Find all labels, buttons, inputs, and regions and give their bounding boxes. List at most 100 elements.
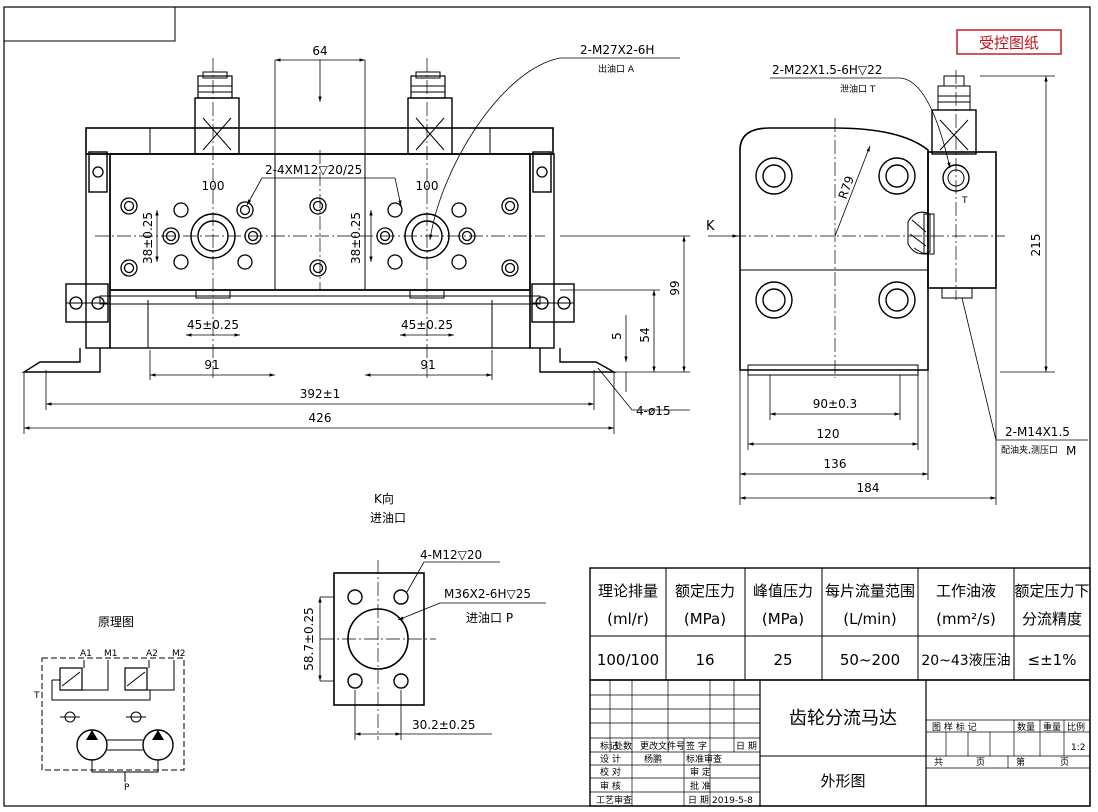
spec-header-4-a: 工作油液: [936, 582, 996, 600]
spec-header-5-b: 分流精度: [1022, 610, 1082, 628]
tb-process: 工艺审查: [596, 794, 632, 806]
tb-ratify: 批 准: [690, 780, 711, 792]
drawing-name: 外形图: [820, 772, 865, 790]
t-port-letter: T: [961, 196, 968, 206]
gauge-port-label: 配油夹,测压口: [1001, 444, 1058, 456]
spec-table: 理论排量 (ml/r) 额定压力 (MPa) 峰值压力 (MPa) 每片流量范围…: [589, 567, 1091, 681]
dim-5: 5: [610, 332, 624, 340]
drawing-border: [3, 6, 1091, 807]
tb-date: 日 期: [736, 741, 757, 752]
front-view: 64 100 100 38±0.25 38±0.25 45±0.25 45±0.…: [21, 43, 690, 434]
k-view: K向 进油口 58.7±0.25 30.2±0.25 4-M12▽20 M36X…: [302, 491, 546, 740]
dim-426: 426: [309, 411, 332, 425]
spec-header-0-a: 理论排量: [598, 582, 658, 600]
dim-120: 120: [817, 427, 840, 441]
k-view-indicator: K: [706, 219, 715, 234]
spec-header-3-a: 每片流量范围: [825, 582, 915, 600]
gauge-port-letter: M: [1066, 444, 1076, 458]
gauge-port-spec: 2-M14X1.5: [1005, 425, 1070, 439]
spec-value-0: 100/100: [597, 651, 659, 669]
schematic-a2: A2: [146, 649, 158, 659]
outlet-port-label: 出油口 A: [598, 63, 635, 75]
schematic-m2: M2: [172, 649, 186, 659]
k-view-title: K向: [374, 491, 394, 506]
spec-header-1-a: 额定压力: [675, 582, 735, 600]
spec-header-2-a: 峰值压力: [753, 582, 813, 600]
schematic-a1: A1: [80, 649, 92, 659]
tb-std-review: 标准审查: [686, 753, 722, 765]
k-view-subtitle: 进油口: [370, 511, 406, 525]
spec-value-4: 20~43液压油: [921, 653, 1010, 669]
tb-sheet: 第: [1016, 756, 1025, 768]
spec-header-4-b: (mm²/s): [936, 610, 996, 628]
spec-value-1: 16: [695, 651, 714, 669]
side-view: K R79 T 2-M22X1.5-6H▽22 泄油口 T 215 90±0.3…: [706, 63, 1088, 505]
schematic-p: P: [124, 783, 130, 793]
controlled-drawing-stamp: 受控图纸: [956, 29, 1062, 55]
tb-designer: 杨鹏: [644, 753, 662, 765]
dim-184: 184: [857, 481, 880, 495]
spec-value-2: 25: [773, 651, 792, 669]
dim-99: 99: [668, 280, 682, 295]
dim-38-left: 38±0.25: [141, 212, 155, 264]
radius-label: R79: [836, 174, 857, 201]
spec-value-3: 50~200: [840, 651, 900, 669]
tb-signature: 签 字: [686, 740, 707, 752]
spec-header-5-a: 额定压力下: [1014, 582, 1089, 600]
tb-stage-mark: 图 样 标 记: [932, 721, 977, 733]
dim-100-left: 100: [202, 179, 225, 193]
dim-91-left: 91: [204, 358, 219, 372]
dim-136: 136: [824, 457, 847, 471]
stamp-text: 受控图纸: [979, 34, 1039, 52]
inlet-port-label: 进油口 P: [466, 611, 513, 625]
drain-port-spec: 2-M22X1.5-6H▽22: [772, 63, 882, 77]
tb-weight: 重量: [1043, 721, 1061, 733]
spec-header-2-b: (MPa): [762, 610, 804, 628]
dim-45-right: 45±0.25: [401, 318, 453, 332]
inlet-port-spec: M36X2-6H▽25: [444, 587, 531, 601]
schematic-m1: M1: [104, 649, 118, 659]
outlet-fitting-left: [194, 71, 240, 155]
dim-38-right: 38±0.25: [349, 212, 363, 264]
tb-ratio: 比例: [1067, 721, 1085, 733]
dim-30: 30.2±0.25: [412, 718, 476, 732]
dim-100-right: 100: [416, 179, 439, 193]
spec-value-5: ≤±1%: [1028, 651, 1077, 669]
tb-change-doc: 更改文件号: [640, 740, 685, 752]
tb-date-value: 2019-5-8: [712, 796, 753, 806]
tb-scale: 1:2: [1071, 743, 1085, 753]
mount-holes-label: 4-ø15: [636, 404, 671, 418]
dim-54: 54: [638, 327, 652, 342]
tb-mark: 标记: [600, 740, 618, 752]
dim-215: 215: [1029, 234, 1043, 257]
tb-quantity: 数量: [1017, 721, 1035, 733]
outlet-port-spec: 2-M27X2-6H: [580, 43, 654, 57]
outlet-fitting-right: [407, 71, 453, 155]
dim-90: 90±0.3: [813, 397, 857, 411]
k-holes-spec: 4-M12▽20: [420, 548, 482, 562]
dim-392: 392±1: [300, 387, 341, 401]
dim-58: 58.7±0.25: [302, 607, 316, 671]
title-block: 标记 处数 更改文件号 签 字 日 期 设 计 杨鹏 标准审查 校 对 审 定 …: [589, 679, 1091, 807]
tb-page: 页: [976, 757, 985, 768]
dim-91-right: 91: [420, 358, 435, 372]
drain-port-label: 泄油口 T: [840, 83, 876, 95]
tb-approve-fix: 审 定: [690, 766, 711, 778]
dim-45-left: 45±0.25: [187, 318, 239, 332]
tb-review: 审 核: [600, 780, 621, 792]
tb-count: 处数: [614, 740, 632, 752]
spec-header-3-b: (L/min): [843, 610, 896, 628]
corner-box: [3, 6, 176, 42]
product-name: 齿轮分流马达: [789, 708, 897, 729]
dim-64: 64: [312, 44, 327, 58]
tb-design: 设 计: [600, 753, 621, 765]
tb-page2: 页: [1060, 757, 1069, 768]
tb-total: 共: [934, 757, 943, 768]
spec-header-1-b: (MPa): [684, 610, 726, 628]
tb-check: 校 对: [600, 766, 621, 778]
tb-date2: 日 期: [688, 795, 709, 806]
hydraulic-schematic: 原理图 T A1 M1 A2 M2 P: [33, 615, 186, 793]
spec-header-0-b: (ml/r): [607, 610, 649, 628]
bolt-holes-spec: 2-4XM12▽20/25: [265, 163, 362, 177]
